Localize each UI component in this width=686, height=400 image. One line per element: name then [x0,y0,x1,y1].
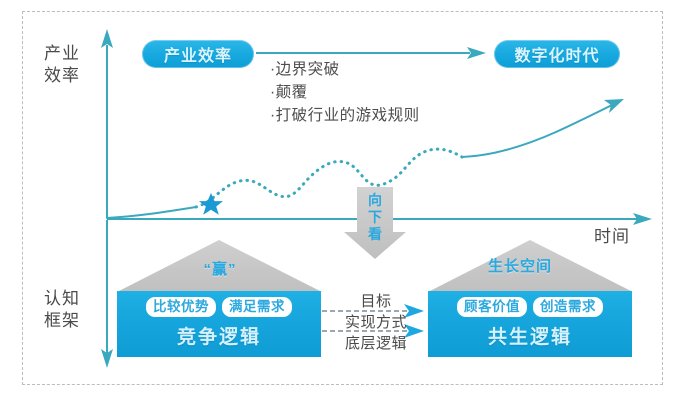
look-down-char-3: 看 [368,226,382,242]
right-pyramid-apex-label: 生长空间 [487,258,552,275]
connector-arrow-lower [322,324,424,338]
y-axis [101,29,113,218]
look-down-char-2: 下 [368,209,382,225]
look-down-arrow-label: 向 下 看 [363,192,387,243]
symbiosis-logic-box[interactable]: 顾客价值 创造需求 共生逻辑 [428,291,632,357]
industry-efficiency-pill[interactable]: 产业效率 [142,40,254,68]
chip-comparative-advantage[interactable]: 比较优势 [146,297,216,317]
right-chip-row: 顾客价值 创造需求 [457,297,603,317]
competition-logic-box[interactable]: 比较优势 满足需求 竞争逻辑 [117,291,321,357]
framework-axis [101,220,113,368]
digital-era-pill[interactable]: 数字化时代 [494,40,620,68]
bullet-item-1: ·边界突破 [270,61,340,78]
trend-curve-dotted [194,147,464,209]
chip-satisfy-demand[interactable]: 满足需求 [222,297,292,317]
star-marker [199,193,223,215]
look-down-char-1: 向 [368,192,382,208]
connector-label-group: 目标 实现方式 底层逻辑 [328,291,424,354]
dashed-frame [22,11,663,385]
left-pyramid-roof [117,240,322,292]
top-connector-arrow [256,47,486,59]
bullet-item-3: ·打破行业的游戏规则 [270,107,420,124]
left-pyramid-apex-label: “赢” [203,261,237,278]
bullet-list: ·边界突破 ·颠覆 ·打破行业的游戏规则 [270,58,420,127]
trend-curve-solid-start [106,206,197,219]
x-axis-label: 时间 [594,227,630,246]
chip-customer-value[interactable]: 顾客价值 [457,297,527,317]
competition-logic-title: 竞争逻辑 [176,327,261,348]
trend-curve-solid-end [461,103,615,158]
connector-label-method: 实现方式 [344,314,407,331]
connector-label-goal: 目标 [360,293,392,310]
look-down-arrow [344,187,406,259]
bullet-item-2: ·颠覆 [270,84,308,101]
right-pyramid-roof [428,240,633,292]
connector-label-logic: 底层逻辑 [344,335,407,352]
left-chip-row: 比较优势 满足需求 [146,297,292,317]
connector-arrow-upper [322,304,424,318]
trend-curve-arrowhead [604,99,624,113]
cognitive-framework-label: 认知 框架 [44,289,80,330]
y-axis-label: 产业 效率 [44,44,80,85]
symbiosis-logic-title: 共生逻辑 [487,327,572,348]
chip-create-demand[interactable]: 创造需求 [533,297,603,317]
